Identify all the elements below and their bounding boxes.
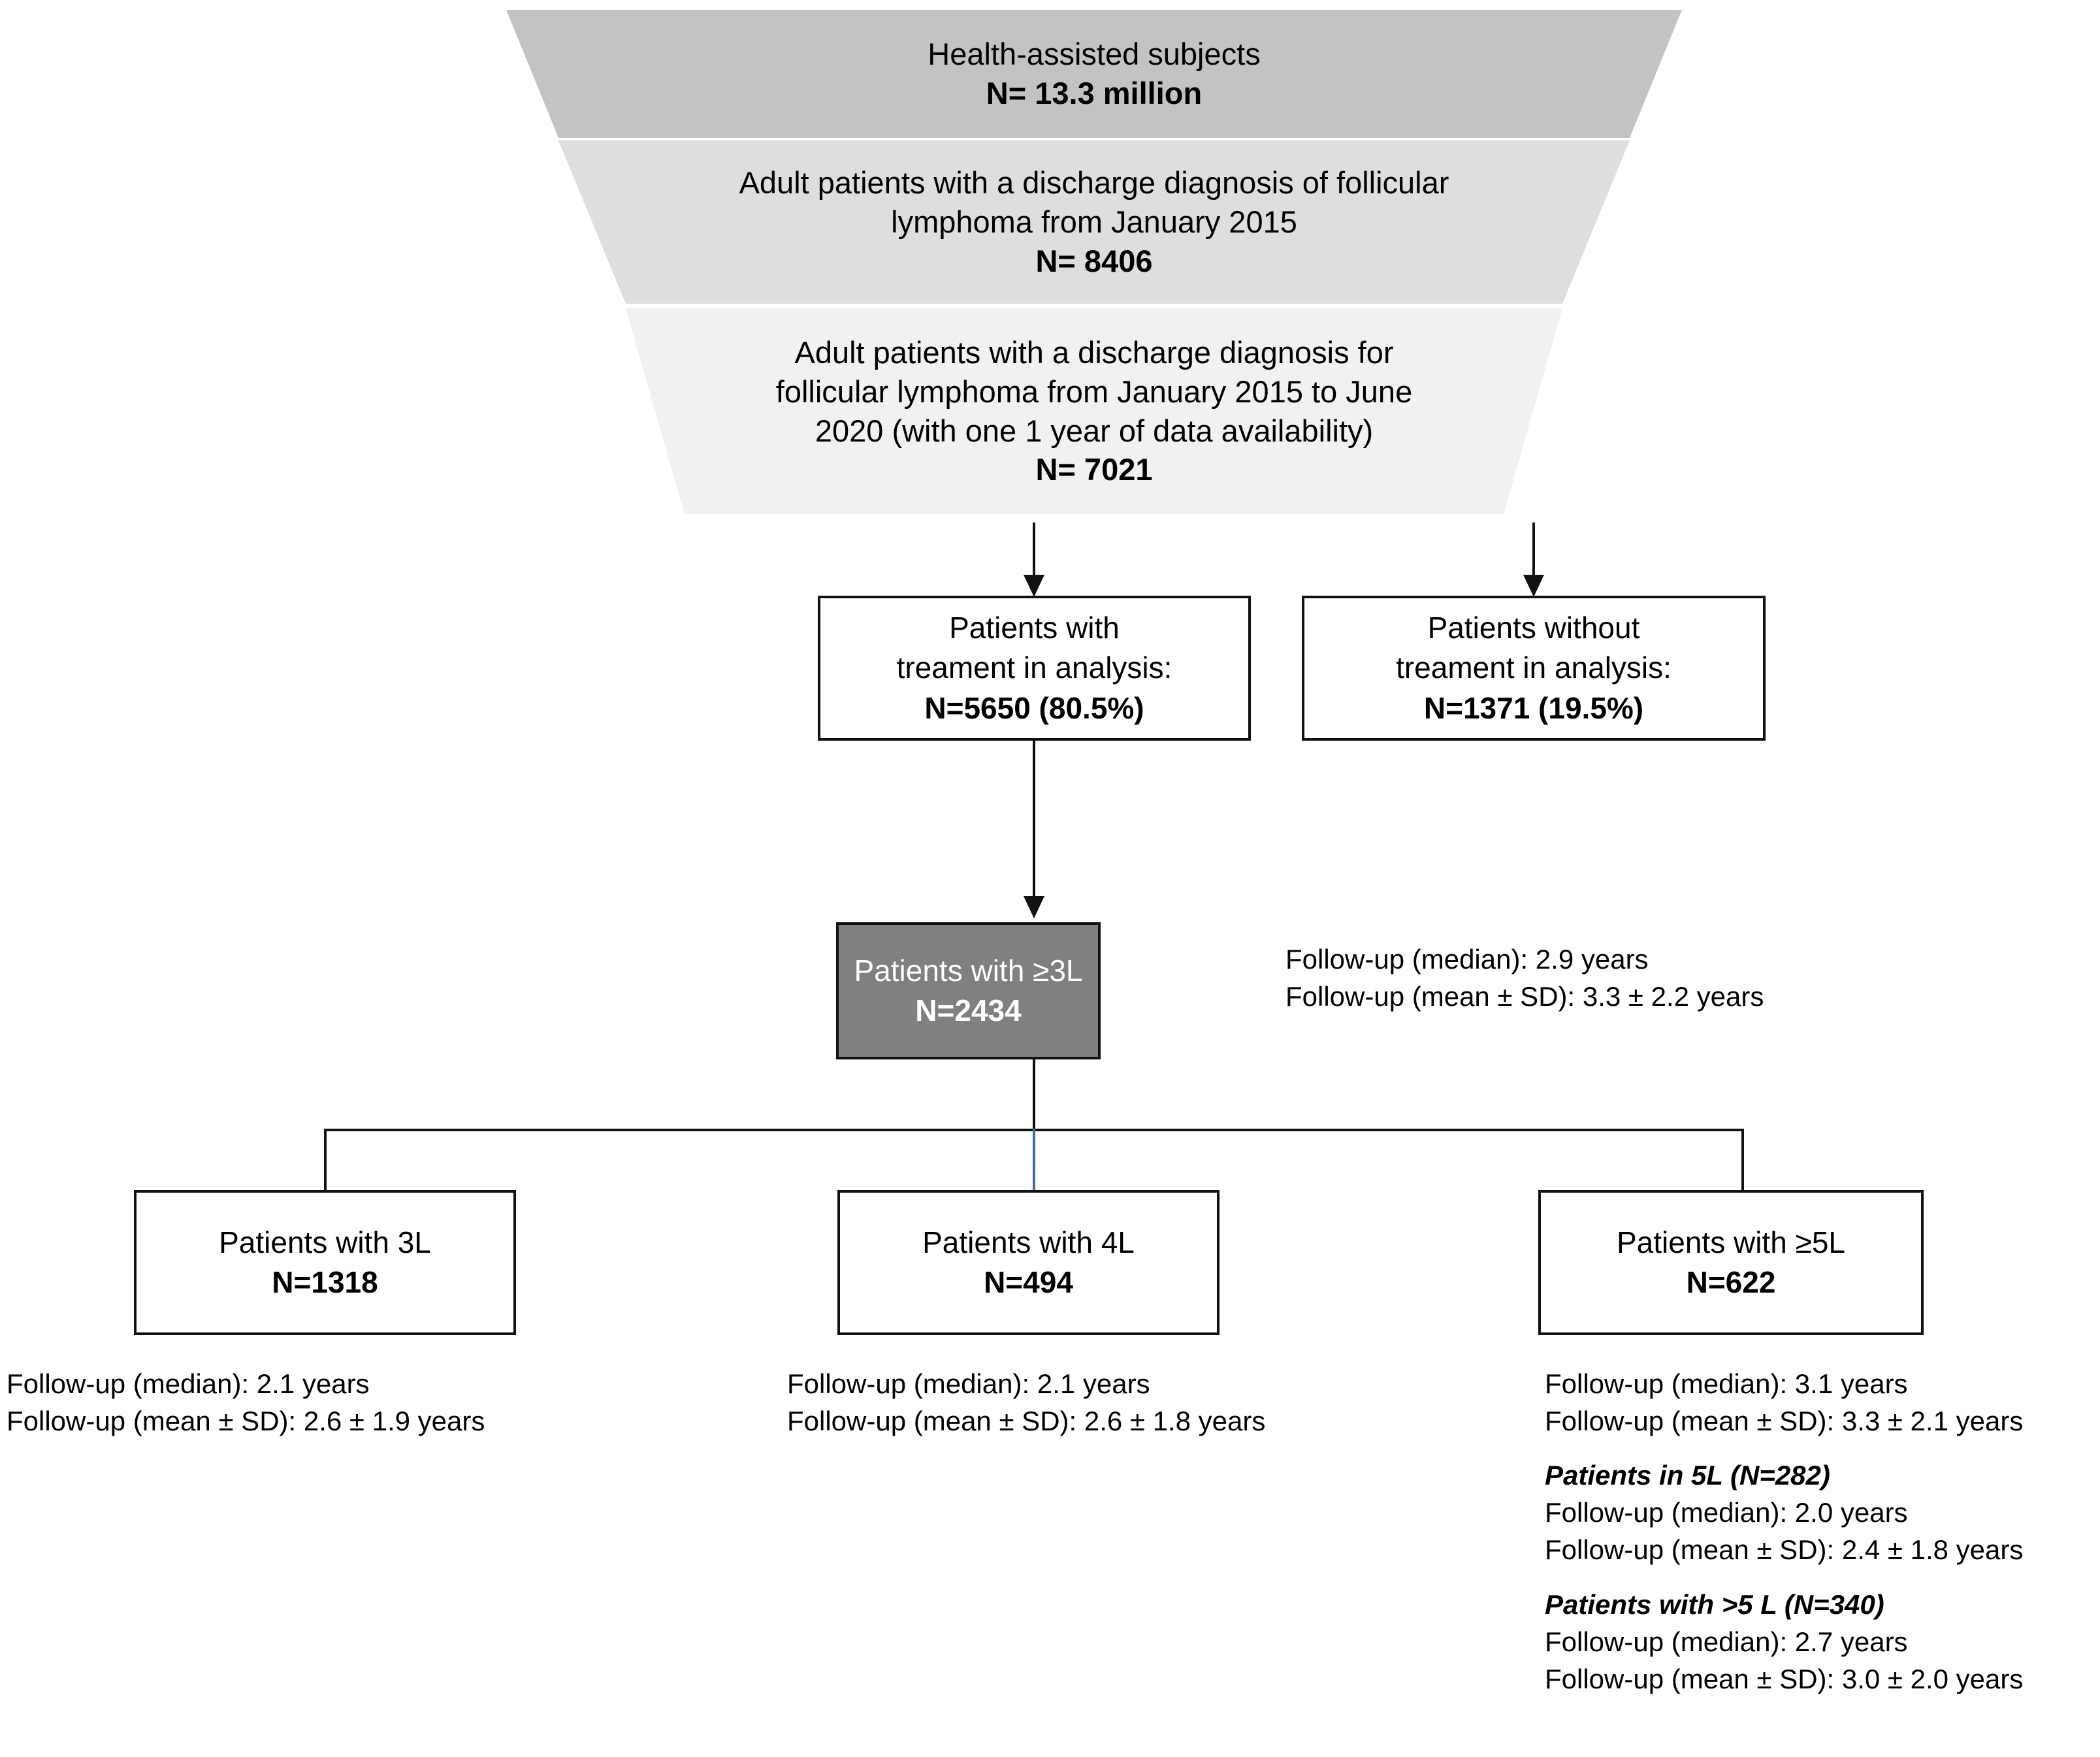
without-treatment-line-2: treament in analysis: [1396,651,1672,685]
box-5lplus-value: N=622 [1686,1265,1776,1299]
stats-4l-mean-sd: Follow-up (mean ± SD): 2.6 ± 1.8 years [787,1406,1266,1437]
arrowhead-without-treatment [1523,575,1544,597]
connector-funnel-to-with-treatment [1033,523,1035,579]
connector-with-treatment-to-3lplus [1033,741,1035,897]
stats-3l-plus: Follow-up (median): 2.9 years Follow-up … [1285,941,1764,1015]
stats-3l-mean-sd: Follow-up (mean ± SD): 2.6 ± 1.9 years [7,1406,485,1437]
box-3l-line-1: Patients with 3L [219,1225,431,1259]
box-patients-with-treatment: Patients with treament in analysis: N=56… [818,596,1251,741]
tier2-value: N= 8406 [1035,243,1153,278]
box-patients-5l-plus: Patients with ≥5L N=622 [1538,1190,1924,1335]
with-treatment-line-1: Patients with [949,611,1120,645]
arrowhead-3lplus [1024,896,1044,918]
connector-drop-4l [1033,1129,1035,1246]
stats-4l: Follow-up (median): 2.1 years Follow-up … [787,1365,1265,1440]
stats-3lplus-mean-sd: Follow-up (mean ± SD): 3.3 ± 2.2 years [1285,981,1764,1012]
stats-5l-plus: Follow-up (median): 3.1 years Follow-up … [1545,1365,2023,1698]
tier3-line-2: follicular lymphoma from January 2015 to… [775,374,1413,409]
box-patients-3l: Patients with 3L N=1318 [134,1190,516,1335]
box-4l-value: N=494 [984,1265,1073,1299]
funnel-tier-health-assisted-subjects: Health-assisted subjects N= 13.3 million [506,10,1682,138]
box-3l-value: N=1318 [272,1265,378,1299]
box-patients-4l: Patients with 4L N=494 [837,1190,1220,1335]
stats-3l: Follow-up (median): 2.1 years Follow-up … [7,1365,485,1440]
box-patients-3l-plus: Patients with ≥3L N=2434 [836,922,1101,1059]
stats-sub-5l-mean-sd: Follow-up (mean ± SD): 2.4 ± 1.8 years [1545,1534,2024,1566]
stats-4l-median: Follow-up (median): 2.1 years [787,1368,1150,1399]
tier2-line-1: Adult patients with a discharge diagnosi… [739,165,1449,201]
stats-3l-median: Follow-up (median): 2.1 years [7,1368,370,1399]
box-5lplus-line-1: Patients with ≥5L [1617,1225,1845,1259]
box-3lplus-value: N=2434 [915,993,1022,1027]
box-3lplus-line-1: Patients with ≥3L [854,953,1083,988]
with-treatment-line-2: treament in analysis: [896,651,1172,685]
stats-sub-5l-median: Follow-up (median): 2.0 years [1545,1497,1908,1528]
tier3-line-1: Adult patients with a discharge diagnosi… [794,335,1394,370]
tier3-value: N= 7021 [1035,452,1153,487]
funnel-tier-adult-patients-2015-2020: Adult patients with a discharge diagnosi… [626,308,1562,514]
tier1-line-1: Health-assisted subjects [928,37,1261,72]
stats-5lplus-median: Follow-up (median): 3.1 years [1545,1368,1908,1399]
connector-3lplus-stem [1033,1059,1035,1130]
with-treatment-value: N=5650 (80.5%) [924,690,1144,725]
box-4l-line-1: Patients with 4L [922,1225,1135,1259]
tier3-line-3: 2020 (with one 1 year of data availabili… [815,413,1374,448]
arrowhead-with-treatment [1024,575,1044,597]
stats-sub-gt5l-heading: Patients with >5 L (N=340) [1545,1588,1884,1620]
tier1-value: N= 13.3 million [986,76,1203,110]
stats-spacer-2 [1545,1569,2023,1586]
stats-spacer-1 [1545,1440,2023,1457]
connector-funnel-to-without-treatment [1532,523,1535,579]
stats-sub-5l-heading: Patients in 5L (N=282) [1545,1460,1830,1491]
connector-drop-3l [324,1129,327,1191]
connector-drop-5lplus [1741,1129,1744,1191]
without-treatment-value: N=1371 (19.5%) [1423,690,1644,725]
box-patients-without-treatment: Patients without treament in analysis: N… [1302,596,1766,741]
stats-3lplus-median: Follow-up (median): 2.9 years [1285,944,1649,975]
stats-5lplus-mean-sd: Follow-up (mean ± SD): 3.3 ± 2.1 years [1545,1406,2024,1437]
funnel-tier-adult-patients-2015: Adult patients with a discharge diagnosi… [558,140,1630,304]
stats-sub-gt5l-mean-sd: Follow-up (mean ± SD): 3.0 ± 2.0 years [1545,1663,2024,1694]
without-treatment-line-1: Patients without [1427,611,1640,645]
stats-sub-gt5l-median: Follow-up (median): 2.7 years [1545,1626,1908,1657]
tier2-line-2: lymphoma from January 2015 [891,204,1297,240]
